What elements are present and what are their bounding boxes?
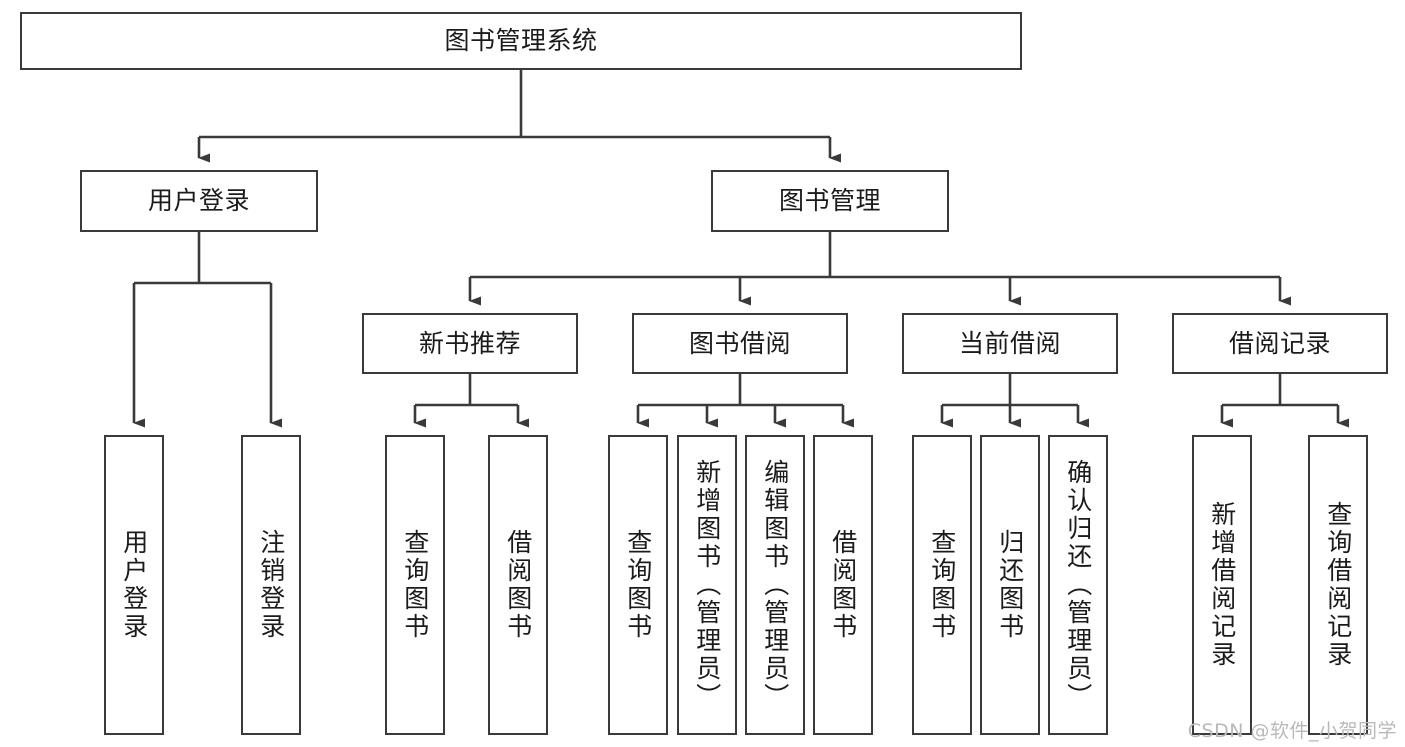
node-root-book-management-system[interactable]: 图书管理系统 bbox=[20, 12, 1022, 70]
node-leaf-br-add-record[interactable]: 新增借阅记录 bbox=[1192, 435, 1252, 735]
node-leaf-bb-query-book-label: 查询图书 bbox=[623, 529, 653, 641]
node-leaf-bb-edit-book[interactable]: 编辑图书（管理员） bbox=[745, 435, 805, 735]
node-leaf-nb-borrow-book[interactable]: 借阅图书 bbox=[488, 435, 548, 735]
node-new-book-recommend-label: 新书推荐 bbox=[418, 328, 521, 358]
node-book-management[interactable]: 图书管理 bbox=[711, 170, 949, 232]
node-leaf-user-login[interactable]: 用户登录 bbox=[104, 435, 164, 735]
node-current-borrow-label: 当前借阅 bbox=[958, 328, 1061, 358]
node-leaf-bb-borrow-book-label: 借阅图书 bbox=[828, 529, 858, 641]
node-leaf-cb-confirm-return-label: 确认归还（管理员） bbox=[1063, 459, 1093, 711]
node-leaf-bb-add-book-label: 新增图书（管理员） bbox=[692, 459, 722, 711]
node-leaf-bb-edit-book-label: 编辑图书（管理员） bbox=[760, 459, 790, 711]
node-book-borrow-label: 图书借阅 bbox=[688, 328, 791, 358]
csdn-watermark: CSDN @软件_小贺同学 bbox=[1187, 720, 1397, 742]
node-leaf-cb-return-book-label: 归还图书 bbox=[995, 529, 1025, 641]
node-leaf-logout-label: 注销登录 bbox=[256, 529, 286, 641]
node-leaf-cb-return-book[interactable]: 归还图书 bbox=[980, 435, 1040, 735]
node-current-borrow[interactable]: 当前借阅 bbox=[902, 313, 1118, 374]
node-leaf-br-query-record[interactable]: 查询借阅记录 bbox=[1308, 435, 1368, 735]
node-user-login-label: 用户登录 bbox=[147, 186, 250, 216]
node-leaf-nb-query-book-label: 查询图书 bbox=[400, 529, 430, 641]
node-user-login[interactable]: 用户登录 bbox=[80, 170, 318, 232]
node-leaf-bb-add-book[interactable]: 新增图书（管理员） bbox=[677, 435, 737, 735]
node-leaf-cb-query-book[interactable]: 查询图书 bbox=[912, 435, 972, 735]
node-leaf-cb-query-book-label: 查询图书 bbox=[927, 529, 957, 641]
node-borrow-record-label: 借阅记录 bbox=[1228, 328, 1331, 358]
node-borrow-record[interactable]: 借阅记录 bbox=[1172, 313, 1388, 374]
node-book-management-label: 图书管理 bbox=[778, 186, 881, 216]
node-new-book-recommend[interactable]: 新书推荐 bbox=[362, 313, 578, 374]
node-leaf-bb-borrow-book[interactable]: 借阅图书 bbox=[813, 435, 873, 735]
node-leaf-cb-confirm-return[interactable]: 确认归还（管理员） bbox=[1048, 435, 1108, 735]
node-leaf-br-query-record-label: 查询借阅记录 bbox=[1323, 501, 1353, 669]
node-root-label: 图书管理系统 bbox=[444, 26, 598, 56]
node-leaf-logout[interactable]: 注销登录 bbox=[241, 435, 301, 735]
node-leaf-nb-query-book[interactable]: 查询图书 bbox=[385, 435, 445, 735]
node-leaf-user-login-label: 用户登录 bbox=[119, 529, 149, 641]
node-leaf-nb-borrow-book-label: 借阅图书 bbox=[503, 529, 533, 641]
node-leaf-bb-query-book[interactable]: 查询图书 bbox=[608, 435, 668, 735]
node-book-borrow[interactable]: 图书借阅 bbox=[632, 313, 848, 374]
node-leaf-br-add-record-label: 新增借阅记录 bbox=[1207, 501, 1237, 669]
